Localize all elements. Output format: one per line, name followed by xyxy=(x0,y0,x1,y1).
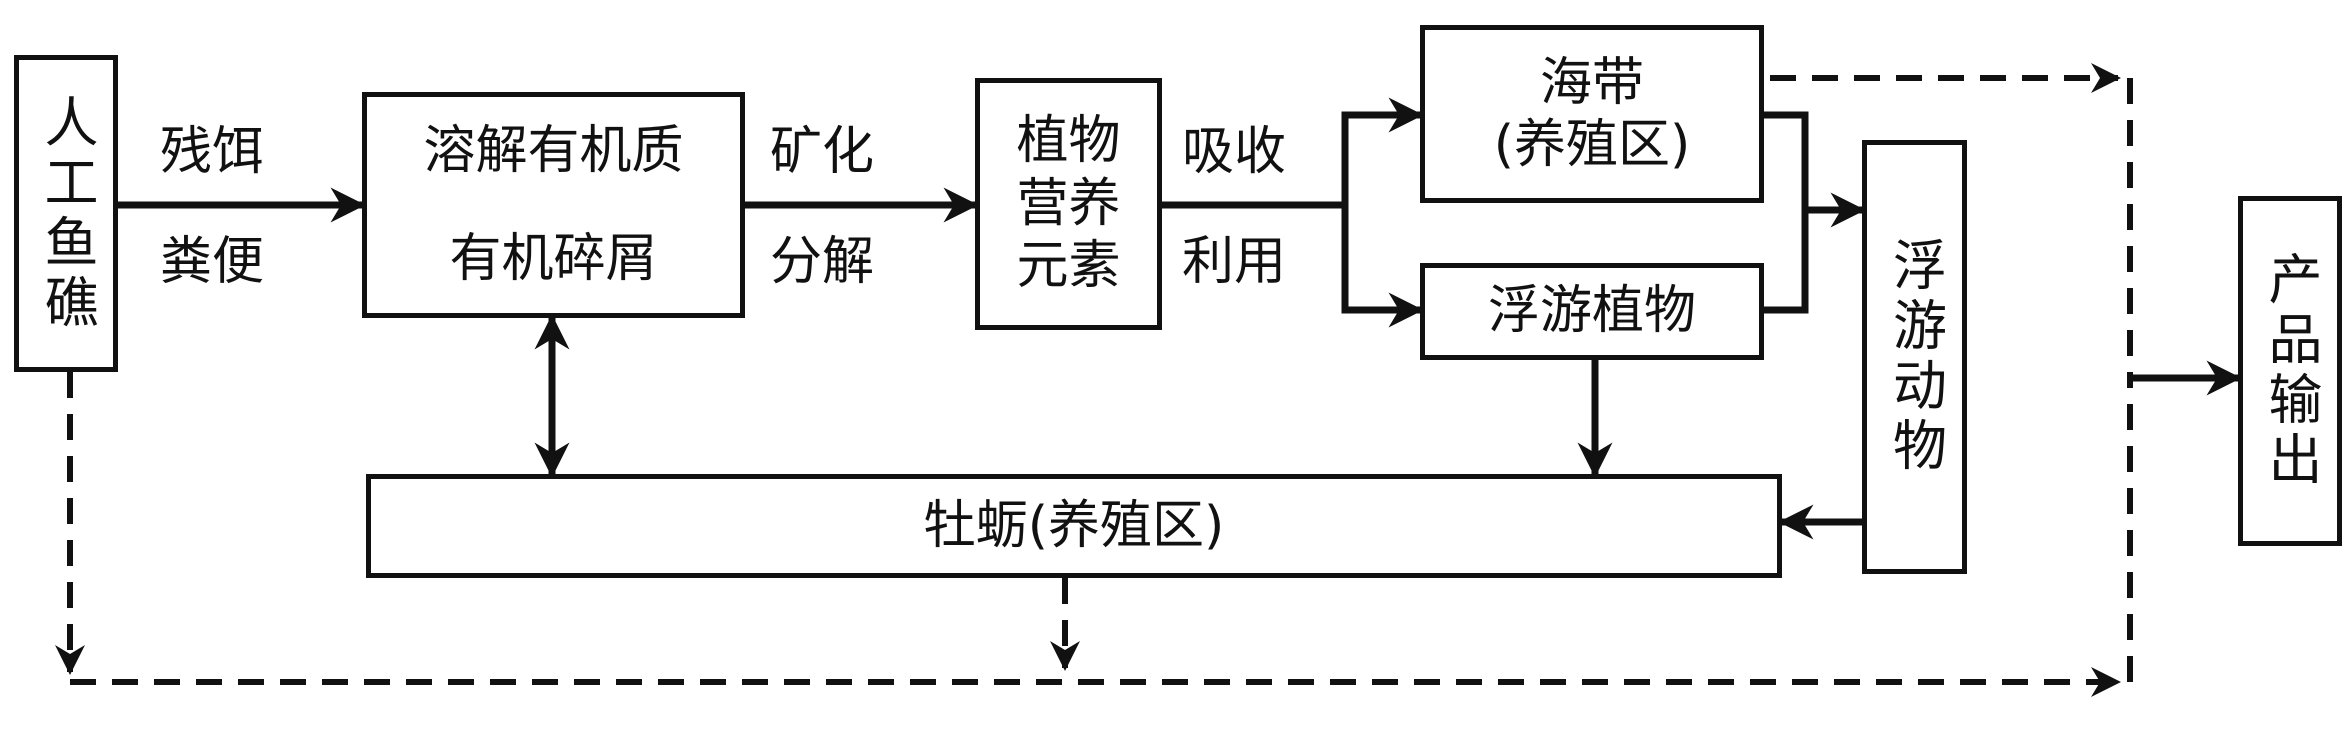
nutrients-line-3: 元素 xyxy=(1016,236,1121,297)
feces-label: 粪便 xyxy=(160,232,265,292)
decomposition-label: 分解 xyxy=(770,232,875,292)
organic-matter-box: 溶解有机质 有机碎屑 xyxy=(362,92,745,318)
product-output-label: 产品输出 xyxy=(2259,251,2322,491)
oyster-culture-area-label: 牡蛎(养殖区) xyxy=(923,495,1225,556)
zooplankton-box: 浮游动物 xyxy=(1862,140,1967,574)
connector-phyto-to-zooplankton xyxy=(1764,210,1809,314)
arrow-to-kelp xyxy=(1341,97,1424,205)
bait-label: 残饵 xyxy=(160,122,265,182)
oyster-box: 牡蛎(养殖区) xyxy=(366,474,1782,578)
utilize-label: 利用 xyxy=(1182,232,1287,292)
zooplankton-label: 浮游动物 xyxy=(1883,237,1947,477)
phytoplankton-box: 浮游植物 xyxy=(1420,263,1764,360)
organic-debris-label: 有机碎屑 xyxy=(449,228,658,289)
artificial-reef-label: 人工鱼礁 xyxy=(35,93,98,334)
connector-kelp-to-zooplankton xyxy=(1764,111,1809,210)
kelp-box: 海带 (养殖区) xyxy=(1420,25,1764,203)
phytoplankton-label: 浮游植物 xyxy=(1487,281,1696,342)
kelp-culture-area-label: (养殖区) xyxy=(1493,115,1691,175)
mineralization-label: 矿化 xyxy=(770,122,875,182)
arrow-to-phytoplankton xyxy=(1341,205,1424,328)
plant-nutrients-box: 植物 营养 元素 xyxy=(975,78,1162,330)
artificial-reef-box: 人工鱼礁 xyxy=(14,55,118,372)
dissolved-organic-matter-label: 溶解有机质 xyxy=(423,120,684,181)
nutrients-line-1: 植物 xyxy=(1016,111,1121,172)
product-output-box: 产品输出 xyxy=(2238,196,2342,546)
kelp-label: 海带 xyxy=(1539,52,1644,113)
nutrients-line-2: 营养 xyxy=(1016,173,1121,234)
absorb-label: 吸收 xyxy=(1182,122,1287,182)
